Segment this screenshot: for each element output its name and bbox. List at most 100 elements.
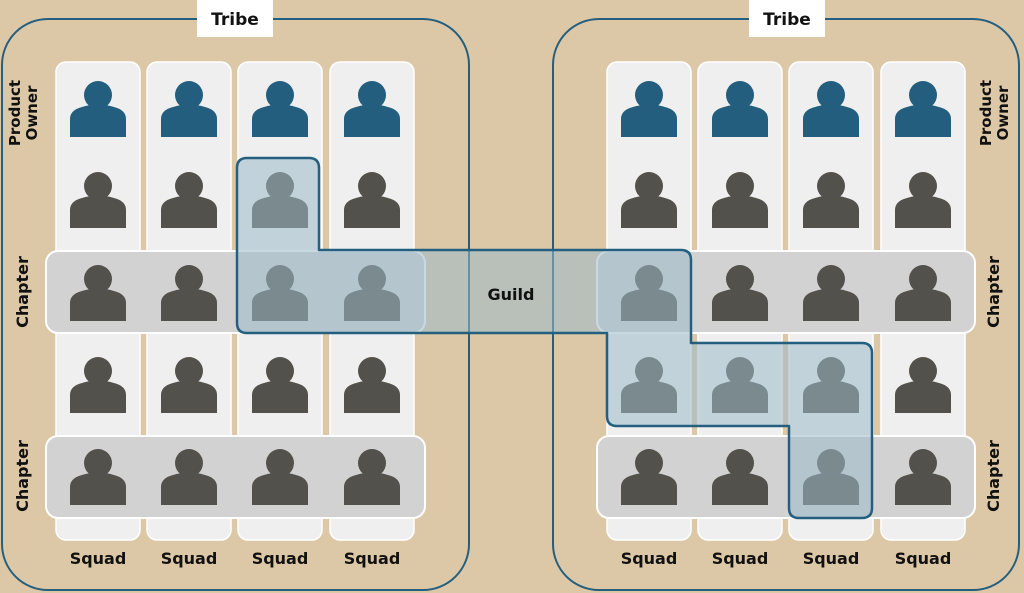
squad-label: Squad bbox=[70, 549, 127, 568]
person-body bbox=[70, 380, 126, 413]
person-body bbox=[161, 104, 217, 137]
row-label-product-owner: ProductOwner bbox=[6, 80, 41, 146]
row-label-chapter: Chapter bbox=[13, 256, 32, 328]
person-body bbox=[712, 288, 768, 321]
person-body bbox=[895, 380, 951, 413]
squad-label: Squad bbox=[712, 549, 769, 568]
person-head bbox=[266, 449, 294, 477]
person-icon bbox=[803, 81, 859, 137]
person-head bbox=[817, 81, 845, 109]
tribe-label-box bbox=[749, 0, 825, 37]
chapter-band[interactable] bbox=[45, 435, 426, 519]
person-body bbox=[70, 472, 126, 505]
person-head bbox=[909, 81, 937, 109]
person-icon bbox=[161, 172, 217, 228]
person-head bbox=[175, 172, 203, 200]
person-icon bbox=[344, 357, 400, 413]
person-icon bbox=[712, 449, 768, 505]
person-head bbox=[358, 81, 386, 109]
person-head bbox=[726, 265, 754, 293]
squad-label: Squad bbox=[344, 549, 401, 568]
person-icon bbox=[895, 357, 951, 413]
person-head bbox=[635, 449, 663, 477]
person-head bbox=[909, 172, 937, 200]
person-head bbox=[635, 81, 663, 109]
guild-region[interactable] bbox=[235, 156, 874, 520]
person-head bbox=[909, 449, 937, 477]
person-icon bbox=[252, 449, 308, 505]
person-body bbox=[621, 195, 677, 228]
guild-label: Guild bbox=[488, 285, 535, 304]
tribe-label: Tribe bbox=[763, 10, 811, 30]
person-body bbox=[895, 288, 951, 321]
person-head bbox=[175, 81, 203, 109]
person-body bbox=[161, 380, 217, 413]
squad-label: Squad bbox=[803, 549, 860, 568]
person-icon bbox=[621, 449, 677, 505]
person-head bbox=[266, 81, 294, 109]
row-label-line: Owner bbox=[23, 85, 41, 140]
person-head bbox=[909, 357, 937, 385]
person-icon bbox=[70, 357, 126, 413]
person-head bbox=[726, 449, 754, 477]
person-body bbox=[712, 472, 768, 505]
person-head bbox=[84, 357, 112, 385]
person-body bbox=[712, 195, 768, 228]
row-label-chapter: Chapter bbox=[984, 256, 1003, 328]
person-icon bbox=[70, 172, 126, 228]
person-head bbox=[84, 81, 112, 109]
person-head bbox=[909, 265, 937, 293]
person-body bbox=[895, 472, 951, 505]
person-body bbox=[70, 288, 126, 321]
person-head bbox=[358, 172, 386, 200]
person-body bbox=[161, 288, 217, 321]
person-icon bbox=[621, 172, 677, 228]
person-body bbox=[252, 380, 308, 413]
person-head bbox=[175, 449, 203, 477]
person-icon bbox=[252, 357, 308, 413]
person-icon bbox=[895, 172, 951, 228]
person-icon bbox=[712, 81, 768, 137]
person-body bbox=[621, 472, 677, 505]
person-body bbox=[70, 195, 126, 228]
person-head bbox=[358, 449, 386, 477]
person-body bbox=[344, 195, 400, 228]
person-body bbox=[344, 380, 400, 413]
person-head bbox=[266, 357, 294, 385]
person-icon bbox=[344, 172, 400, 228]
person-body bbox=[161, 195, 217, 228]
person-head bbox=[817, 265, 845, 293]
person-icon bbox=[70, 265, 126, 321]
person-icon bbox=[344, 449, 400, 505]
person-head bbox=[635, 172, 663, 200]
person-icon bbox=[344, 81, 400, 137]
person-body bbox=[895, 195, 951, 228]
person-icon bbox=[621, 81, 677, 137]
person-icon bbox=[895, 81, 951, 137]
row-label-line: Product bbox=[977, 80, 995, 146]
person-icon bbox=[895, 265, 951, 321]
person-body bbox=[252, 472, 308, 505]
person-head bbox=[84, 265, 112, 293]
squad-label: Squad bbox=[252, 549, 309, 568]
person-body bbox=[621, 104, 677, 137]
person-icon bbox=[161, 265, 217, 321]
person-body bbox=[344, 472, 400, 505]
chapter-band[interactable] bbox=[596, 435, 976, 519]
person-icon bbox=[70, 81, 126, 137]
row-label-line: Owner bbox=[994, 85, 1012, 140]
person-body bbox=[344, 104, 400, 137]
person-icon bbox=[712, 265, 768, 321]
person-body bbox=[70, 104, 126, 137]
person-icon bbox=[712, 172, 768, 228]
person-icon bbox=[895, 449, 951, 505]
person-head bbox=[175, 265, 203, 293]
person-head bbox=[84, 449, 112, 477]
person-body bbox=[803, 288, 859, 321]
person-body bbox=[252, 104, 308, 137]
person-icon bbox=[161, 81, 217, 137]
person-body bbox=[895, 104, 951, 137]
person-icon bbox=[803, 265, 859, 321]
